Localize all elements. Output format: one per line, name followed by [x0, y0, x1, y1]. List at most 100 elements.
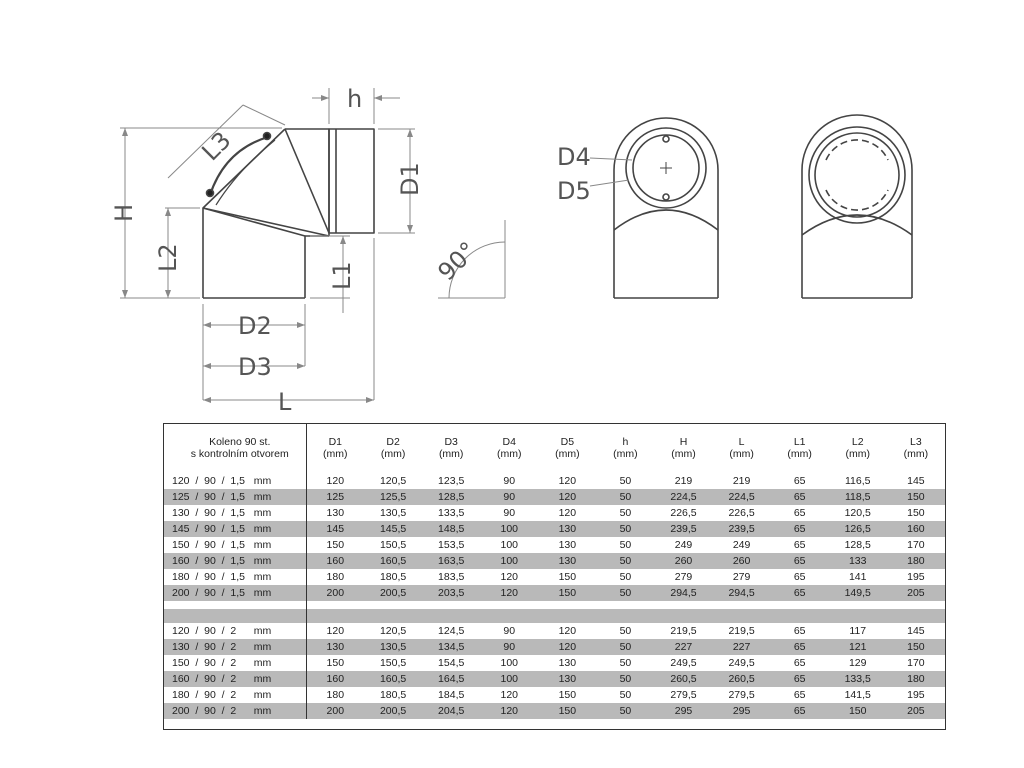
value-cell-l1: 65	[793, 539, 806, 551]
label-h: h	[347, 85, 362, 113]
value-cell-d1: 145	[306, 521, 365, 537]
value-cell-l2: 133	[828, 553, 887, 569]
value-cell-l3: 205	[886, 703, 945, 719]
value-cell-l2: 129	[848, 657, 867, 669]
dimension-arrows	[122, 95, 413, 403]
value-cell-h: 227	[654, 639, 713, 655]
value-cell-l3: 195	[907, 689, 925, 701]
column-header-d5: D5	[560, 436, 575, 448]
label-D5: D5	[557, 177, 591, 205]
model-cell: 130 / 90 / 2 mm	[164, 639, 307, 655]
model-cell: 120 / 90 / 2 mm	[164, 623, 307, 639]
value-cell-l3: 195	[907, 571, 925, 583]
value-cell-d3: 204,5	[422, 703, 481, 719]
value-cell-d5: 150	[558, 689, 577, 701]
value-cell-l2: 121	[828, 639, 887, 655]
column-unit: (mm)	[903, 448, 929, 460]
value-cell-h: 224,5	[654, 489, 713, 505]
value-cell-d3: 183,5	[438, 571, 465, 583]
value-cell-l: 279,5	[728, 689, 755, 701]
value-cell-l: 224,5	[712, 489, 771, 505]
value-cell-l1: 65	[770, 489, 829, 505]
column-unit: (mm)	[845, 448, 870, 460]
value-cell-h: 50	[596, 639, 655, 655]
column-unit: (mm)	[323, 448, 348, 460]
label-D4: D4	[557, 143, 591, 171]
value-cell-h: 260,5	[654, 671, 713, 687]
spacer-row	[164, 609, 945, 623]
value-cell-l: 249,5	[728, 657, 755, 669]
column-unit: (mm)	[380, 448, 406, 460]
value-cell-l2: 116,5	[844, 475, 871, 487]
model-cell: 160 / 90 / 2 mm	[164, 671, 307, 687]
value-cell-l3: 150	[886, 489, 945, 505]
value-cell-h: 279	[674, 571, 693, 583]
value-cell-d2: 180,5	[379, 571, 407, 583]
value-cell-l2: 117	[849, 625, 867, 637]
value-cell-l2: 133,5	[828, 671, 887, 687]
value-cell-d1: 125	[306, 489, 365, 505]
table-title-line2: s kontrolním otvorem	[164, 448, 307, 465]
value-cell-l: 260	[712, 553, 771, 569]
column-header-l: L	[738, 436, 745, 448]
model-cell: 200 / 90 / 2 mm	[164, 703, 307, 719]
value-cell-h: 50	[596, 489, 655, 505]
value-cell-d3: 203,5	[422, 585, 481, 601]
value-cell-d3: 153,5	[438, 539, 465, 551]
value-cell-l1: 65	[770, 703, 829, 719]
value-cell-d1: 120	[326, 475, 345, 487]
value-cell-d4: 90	[503, 625, 516, 637]
value-cell-d1: 120	[326, 625, 345, 637]
table-unit-row: s kontrolním otvorem (mm) (mm) (mm) (mm) (mm…	[164, 448, 945, 465]
value-cell-d5: 120	[538, 639, 597, 655]
value-cell-l3: 145	[907, 475, 925, 487]
value-cell-l2: 126,5	[828, 521, 887, 537]
value-cell-l3: 150	[907, 507, 925, 519]
column-unit: (mm)	[438, 448, 464, 460]
value-cell-h: 50	[619, 689, 632, 701]
model-cell: 145 / 90 / 1,5 mm	[164, 521, 307, 537]
value-cell-d1: 200	[306, 585, 365, 601]
column-header-d1: D1	[328, 436, 342, 448]
elbow-technical-drawing: h H L2 L3 L1 D1 D2 D3 L 90° D4 D5	[110, 85, 913, 416]
value-cell-d4: 120	[480, 585, 539, 601]
value-cell-h: 50	[619, 571, 632, 583]
value-cell-l1: 65	[793, 689, 806, 701]
value-cell-d5: 130	[538, 521, 597, 537]
value-cell-d5: 120	[558, 475, 577, 487]
model-cell: 120 / 90 / 1,5 mm	[164, 473, 307, 489]
value-cell-d2: 145,5	[364, 521, 423, 537]
value-cell-l3: 145	[907, 625, 925, 637]
elbow-back-view	[801, 114, 913, 299]
column-unit: (mm)	[671, 448, 696, 460]
value-cell-d5: 120	[558, 625, 577, 637]
value-cell-d5: 150	[538, 703, 597, 719]
value-cell-d5: 130	[538, 671, 597, 687]
value-cell-h: 249,5	[670, 657, 697, 669]
table-title-line1: Koleno 90 st.	[164, 424, 307, 448]
value-cell-d2: 125,5	[364, 489, 423, 505]
value-cell-l2: 128,5	[844, 539, 871, 551]
value-cell-d3: 123,5	[438, 475, 465, 487]
value-cell-h: 260	[654, 553, 713, 569]
value-cell-l1: 65	[793, 657, 806, 669]
value-cell-l3: 180	[886, 553, 945, 569]
label-D2: D2	[238, 312, 272, 340]
value-cell-l2: 149,5	[828, 585, 887, 601]
value-cell-l1: 65	[793, 625, 806, 637]
value-cell-l2: 150	[828, 703, 887, 719]
value-cell-d1: 130	[306, 639, 365, 655]
value-cell-d3: 164,5	[422, 671, 481, 687]
value-cell-l: 227	[712, 639, 771, 655]
value-cell-h: 50	[596, 553, 655, 569]
column-unit: (mm)	[729, 448, 754, 460]
column-unit: (mm)	[787, 448, 812, 460]
value-cell-l: 294,5	[712, 585, 771, 601]
